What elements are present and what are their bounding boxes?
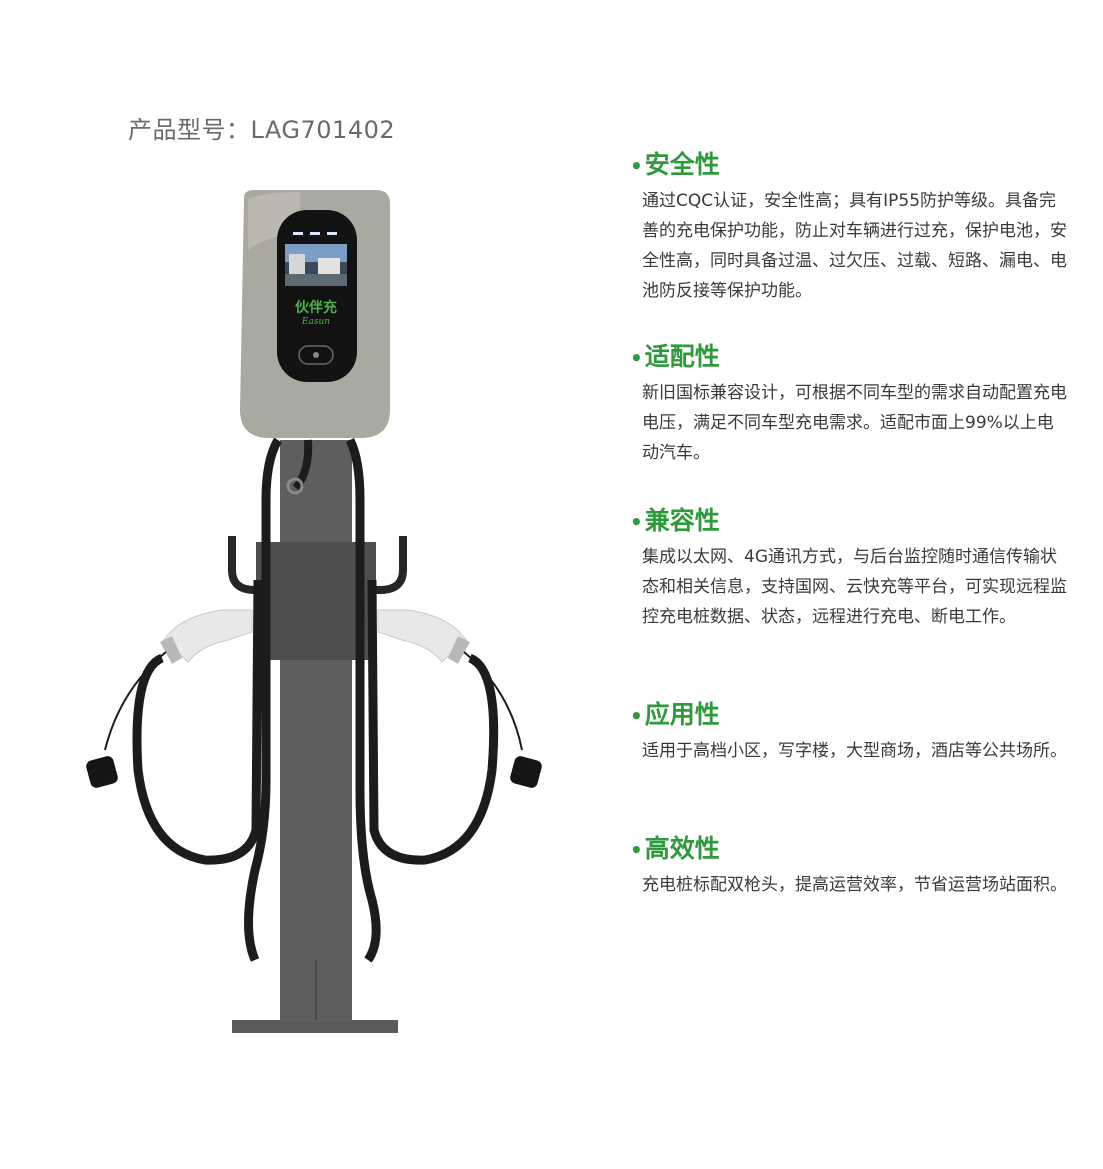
feature-title: 应用性 (644, 700, 720, 729)
feature-description: 通过CQC认证，安全性高；具有IP55防护等级。具备完善的充电保护功能，防止对车… (642, 191, 1067, 301)
indicator-fault (327, 232, 337, 235)
brand-logo-en: Easun (301, 317, 330, 327)
bullet-dot-icon: • (630, 838, 643, 862)
bullet-dot-icon: • (630, 510, 643, 534)
feature-title: 高效性 (644, 834, 720, 863)
bullet-dot-icon: • (630, 154, 643, 178)
feature-application: •应用性 适用于高档小区，写字楼，大型商场，酒店等公共场所。 (630, 700, 1070, 766)
product-model-label: 产品型号：LAG701402 (128, 116, 396, 144)
left-cable (132, 579, 263, 865)
brand-logo-cn: 伙伴充 (295, 299, 337, 316)
indicator-power (293, 232, 303, 235)
feature-compatibility-adapt: •适配性 新旧国标兼容设计，可根据不同车型的需求自动配置充电电压，满足不同车型充… (630, 342, 1070, 468)
charger-pole (280, 440, 352, 1022)
feature-compatibility: •兼容性 集成以太网、4G通讯方式，与后台监控随时通信传输状态和相关信息，支持国… (630, 506, 1070, 632)
charger-base (232, 1020, 398, 1033)
right-charging-connector (377, 609, 542, 788)
bullet-dot-icon: • (630, 346, 643, 370)
bullet-dot-icon: • (630, 704, 643, 728)
rfid-reader-icon (298, 345, 334, 365)
right-hook (370, 536, 407, 594)
ev-charger-illustration: 伙伴充 Easun (86, 190, 542, 1033)
feature-title: 安全性 (644, 150, 720, 179)
feature-title: 兼容性 (644, 506, 720, 535)
feature-description: 新旧国标兼容设计，可根据不同车型的需求自动配置充电电压，满足不同车型充电需求。适… (642, 383, 1067, 463)
indicator-charging (310, 232, 320, 235)
left-charging-connector (86, 609, 253, 788)
feature-safety: •安全性 通过CQC认证，安全性高；具有IP55防护等级。具备完善的充电保护功能… (630, 150, 1070, 306)
right-cable (367, 579, 499, 865)
feature-description: 适用于高档小区，写字楼，大型商场，酒店等公共场所。 (642, 741, 1067, 761)
feature-title: 适配性 (644, 342, 720, 371)
feature-efficiency: •高效性 充电桩标配双枪头，提高运营效率，节省运营场站面积。 (630, 834, 1070, 900)
feature-description: 充电桩标配双枪头，提高运营效率，节省运营场站面积。 (642, 875, 1067, 895)
feature-description: 集成以太网、4G通讯方式，与后台监控随时通信传输状态和相关信息，支持国网、云快充… (642, 547, 1067, 627)
